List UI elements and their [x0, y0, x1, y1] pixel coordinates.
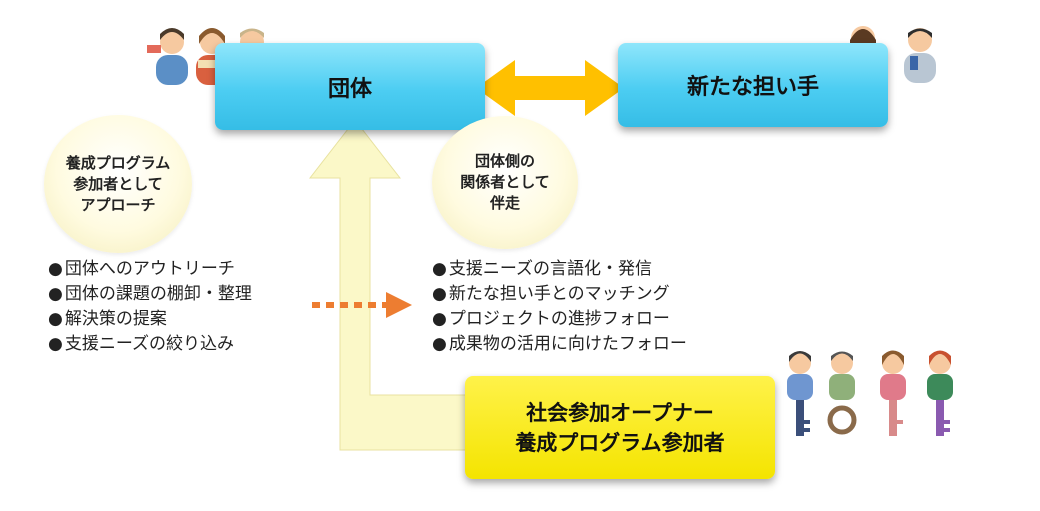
new-leaders-box: 新たな担い手 — [618, 43, 888, 127]
right-bullet-item: 成果物の活用に向けたフォロー — [432, 332, 687, 357]
dantai-box: 団体 — [215, 43, 485, 130]
right-bullet-item: 新たな担い手とのマッチング — [432, 282, 687, 307]
accompany-circle: 団体側の 関係者として 伴走 — [432, 116, 578, 249]
right-bullet-item: 支援ニーズの言語化・発信 — [432, 257, 687, 282]
right-bullet-item: プロジェクトの進捗フォロー — [432, 307, 687, 332]
left-bullet-list: 団体へのアウトリーチ 団体の課題の棚卸・整理 解決策の提案 支援ニーズの絞り込み — [48, 257, 252, 357]
trainee-label-line1: 社会参加オープナー — [526, 400, 714, 425]
accompany-circle-line3: 伴走 — [489, 194, 520, 212]
left-bullet-item: 解決策の提案 — [48, 307, 252, 332]
approach-circle-line1: 養成プログラム — [65, 153, 171, 172]
double-headed-arrow — [476, 60, 624, 116]
left-bullet-item: 支援ニーズの絞り込み — [48, 332, 252, 357]
new-leaders-label: 新たな担い手 — [686, 75, 819, 100]
approach-circle: 養成プログラム 参加者として アプローチ — [44, 115, 192, 253]
accompany-circle-line2: 関係者として — [460, 173, 550, 191]
left-bullet-item: 団体へのアウトリーチ — [48, 257, 252, 282]
accompany-circle-line1: 団体側の — [474, 152, 535, 170]
trainee-label-line2: 養成プログラム参加者 — [515, 430, 725, 455]
people-keys-icon — [787, 350, 953, 436]
right-bullet-list: 支援ニーズの言語化・発信 新たな担い手とのマッチング プロジェクトの進捗フォロー… — [432, 257, 687, 357]
approach-circle-line3: アプローチ — [80, 195, 156, 214]
trainee-box: 社会参加オープナー 養成プログラム参加者 — [465, 376, 775, 479]
dotted-arrow-head — [386, 292, 412, 318]
left-bullet-item: 団体の課題の棚卸・整理 — [48, 282, 252, 307]
upward-path-arrow — [308, 119, 471, 451]
approach-circle-line2: 参加者として — [73, 174, 163, 193]
dantai-label: 団体 — [327, 76, 372, 102]
